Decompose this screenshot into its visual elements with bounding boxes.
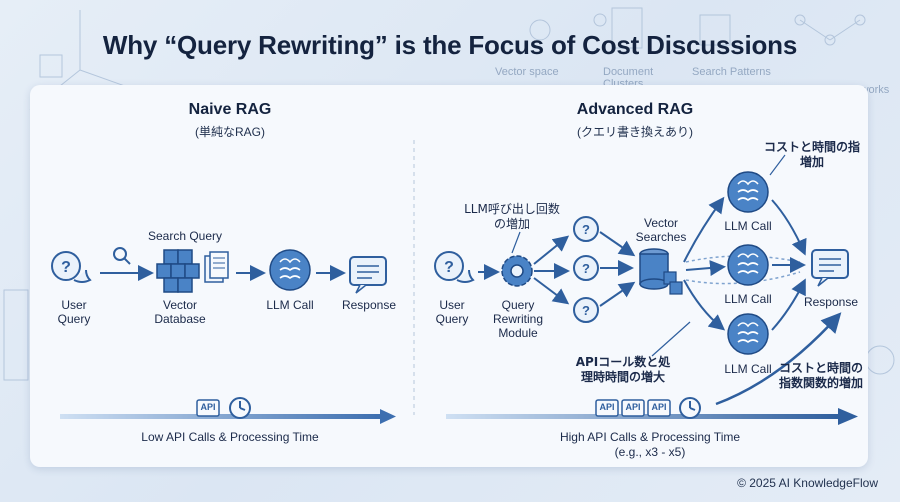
advanced-rag-heading: Advanced RAG	[576, 101, 694, 118]
brain-icon	[269, 249, 311, 291]
note-pointer	[651, 321, 691, 357]
response-label: Response	[803, 295, 859, 309]
llm-call-label: LLM Call	[266, 298, 314, 312]
arrow-q1-to-search	[599, 231, 636, 257]
note-pointer	[769, 154, 786, 176]
response-icon	[811, 249, 849, 287]
clock-icon	[229, 397, 251, 419]
brain-icon	[727, 171, 769, 213]
svg-text:?: ?	[582, 261, 590, 276]
svg-text:?: ?	[444, 259, 454, 276]
naive-cost-bar-arrow	[380, 409, 396, 424]
arrow-search-to-llm1	[683, 196, 725, 263]
note-pointer	[511, 231, 521, 254]
naive-cost-bar	[60, 414, 380, 419]
arrow-q3-to-search	[599, 281, 636, 307]
svg-text:?: ?	[582, 303, 590, 318]
api-badge-label: API	[625, 402, 641, 412]
arrow-search-to-llm2	[685, 260, 726, 276]
arrow-search-to-llm3	[683, 279, 726, 331]
brain-icon	[727, 244, 769, 286]
search-icon	[113, 247, 131, 265]
llm-call-label: LLM Call	[724, 362, 772, 376]
bg-label-vector-space: Vector space	[495, 66, 559, 78]
svg-text:?: ?	[582, 222, 590, 237]
document-icon	[204, 251, 229, 283]
question-icon: ?	[573, 297, 599, 323]
advanced-cost-bar-arrow	[838, 408, 858, 425]
vector-searches-label: Vector Searches	[635, 216, 687, 244]
query-rewriting-label: Query Rewriting Module	[492, 298, 543, 340]
advanced-footer: High API Calls & Processing Time	[559, 430, 741, 444]
vector-database-label: Vector Database	[154, 298, 206, 326]
copyright: © 2025 AI KnowledgeFlow	[737, 476, 878, 490]
svg-text:?: ?	[61, 259, 71, 276]
gear-icon	[501, 255, 533, 287]
arrow-rewriter-to-q3	[533, 277, 570, 305]
naive-rag-subheading: (単純なRAG)	[195, 125, 265, 139]
naive-rag-heading: Naive RAG	[188, 101, 272, 118]
advanced-footer-sub: (e.g., x3 - x5)	[614, 445, 686, 459]
arrow-llm1-to-response	[771, 199, 807, 256]
api-badge-label: API	[200, 402, 216, 412]
api-badge-icon	[621, 399, 645, 417]
user-query-icon: ?	[51, 251, 92, 283]
api-badge-icon	[595, 399, 619, 417]
llm-call-label: LLM Call	[724, 292, 772, 306]
response-label: Response	[341, 298, 397, 312]
api-badge-icon	[196, 399, 220, 417]
question-icon: ?	[573, 216, 599, 242]
clock-icon	[679, 397, 701, 419]
exponential-growth-arrow	[715, 312, 842, 406]
llm-call-label: LLM Call	[724, 219, 772, 233]
advanced-rag-subheading: (クエリ書き換えあり)	[577, 125, 693, 139]
vector-database-icon	[156, 249, 200, 293]
api-calls-note: APIコール数と処理時時間の増大	[575, 355, 671, 384]
api-badge-icon	[647, 399, 671, 417]
arrow-llm3-to-response	[771, 278, 806, 331]
api-badge-label: API	[651, 402, 667, 412]
search-query-label: Search Query	[147, 229, 223, 243]
api-badge-label: API	[599, 402, 615, 412]
bg-label-search-patterns: Search Patterns	[692, 66, 771, 78]
brain-icon	[727, 313, 769, 355]
user-query-icon: ?	[434, 251, 475, 283]
response-icon	[349, 256, 387, 294]
user-query-label: User Query	[435, 298, 469, 326]
question-icon: ?	[573, 255, 599, 281]
vector-search-database-icon	[639, 248, 683, 295]
cost-time-note: コストと時間の指増加	[764, 140, 861, 169]
arrow-rewriter-to-q1	[533, 235, 570, 265]
llm-calls-note: LLM呼び出し回数の増加	[464, 202, 560, 231]
user-query-label: User Query	[57, 298, 91, 326]
page-title: Why “Query Rewriting” is the Focus of Co…	[102, 30, 798, 60]
naive-footer: Low API Calls & Processing Time	[141, 430, 319, 444]
exponential-cost-note: コストと時間の指数関数的増加	[778, 361, 863, 390]
